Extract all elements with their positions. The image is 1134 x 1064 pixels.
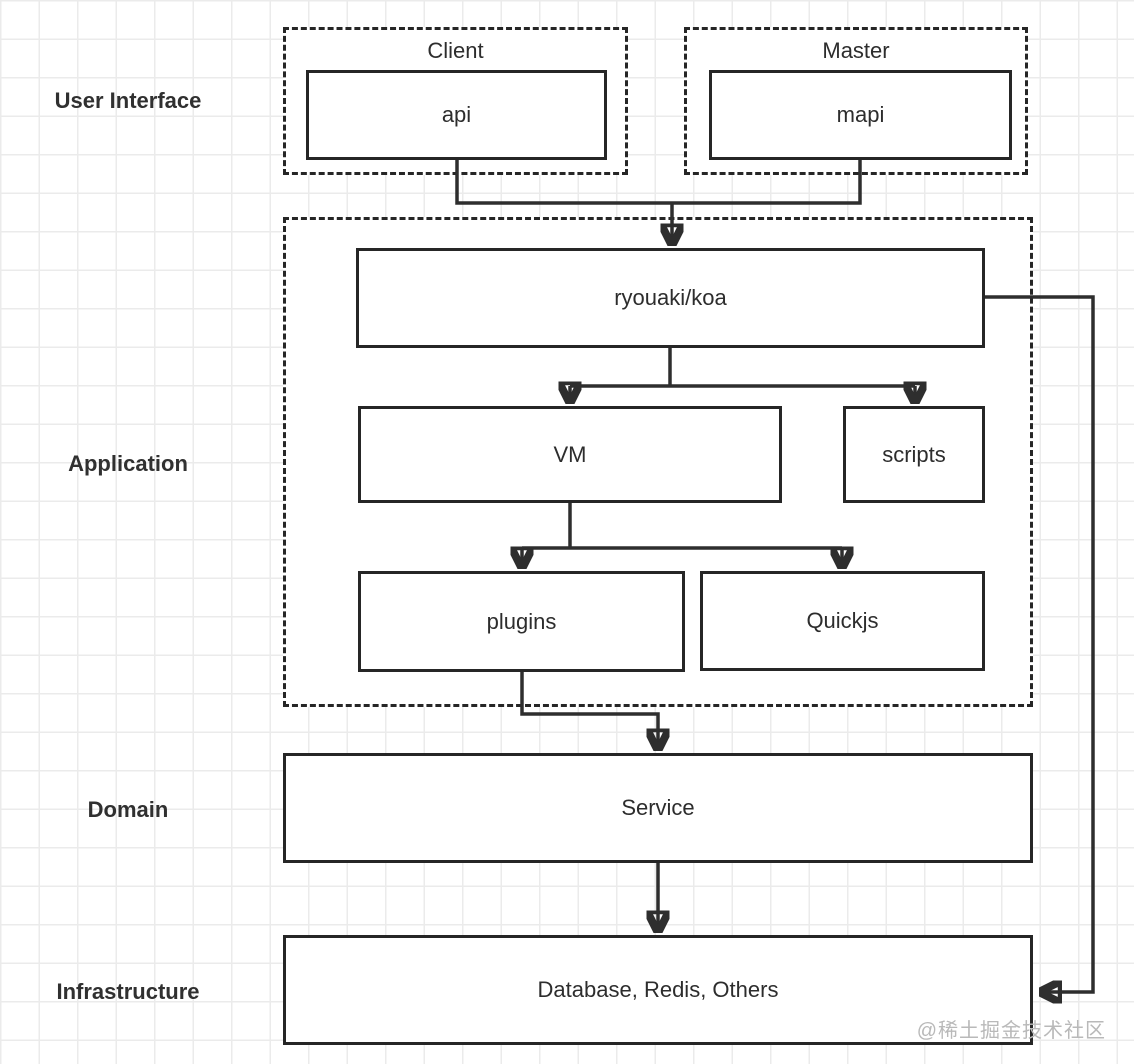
- node-api: api: [306, 70, 607, 160]
- node-mapi: mapi: [709, 70, 1012, 160]
- node-vm: VM: [358, 406, 782, 503]
- layer-label-domain: Domain: [87, 797, 169, 822]
- layer-label-infrastructure: Infrastructure: [56, 979, 200, 1004]
- node-quickjs: Quickjs: [700, 571, 985, 671]
- node-service: Service: [283, 753, 1033, 863]
- group-client-title: Client: [427, 38, 484, 63]
- watermark: @稀土掘金技术社区: [916, 1020, 1106, 1042]
- node-plugins: plugins: [358, 571, 685, 672]
- group-master-title: Master: [822, 38, 890, 63]
- layer-label-application: Application: [68, 451, 188, 476]
- layer-label-user-interface: User Interface: [54, 88, 202, 113]
- node-ryouaki-koa: ryouaki/koa: [356, 248, 985, 348]
- node-database-redis-others: Database, Redis, Others: [283, 935, 1033, 1045]
- node-scripts: scripts: [843, 406, 985, 503]
